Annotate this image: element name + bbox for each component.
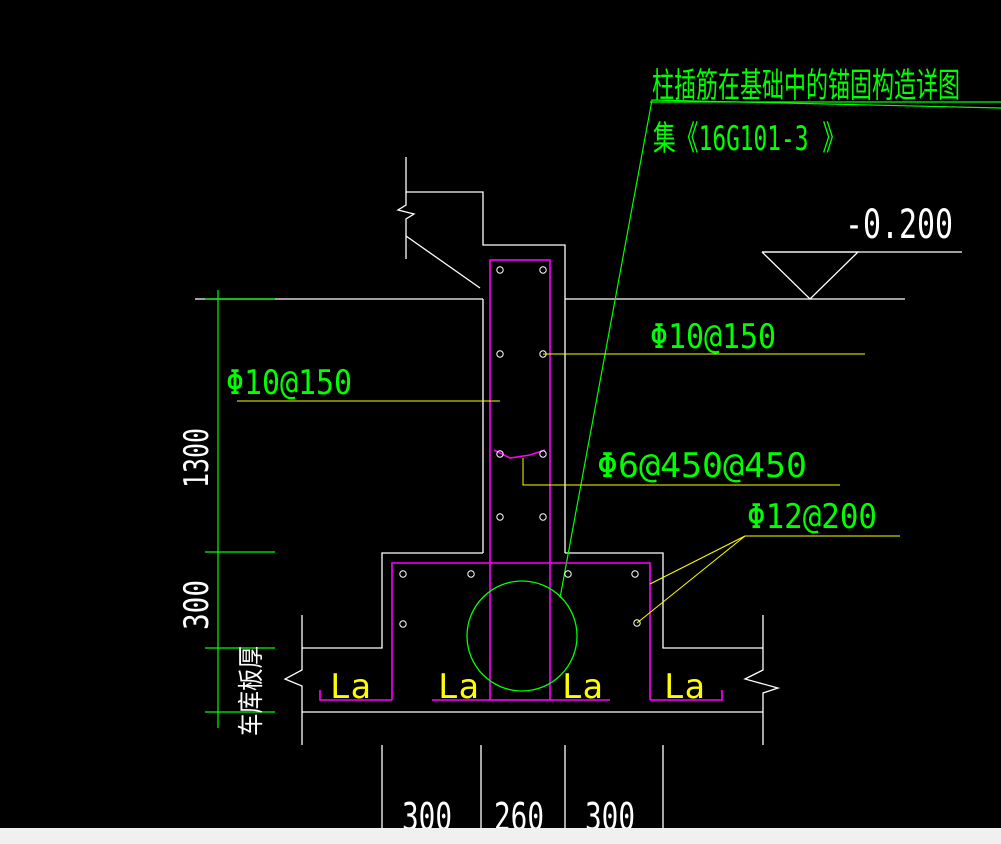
rebar-dot (399, 620, 407, 628)
rebar-dot (539, 450, 547, 458)
anchor-label-3: La (562, 667, 603, 707)
rebar-dot (496, 450, 504, 458)
anchor-label-1: La (330, 667, 371, 707)
anchor-label-4: La (664, 667, 705, 707)
anchor-label-2: La (438, 667, 479, 707)
column-rebar (489, 259, 551, 701)
footing-rebar (391, 562, 651, 700)
pipe-circle (466, 580, 578, 692)
elevation-label: -0.200 (845, 202, 953, 248)
rebar-dot (631, 570, 639, 578)
tie-hook (493, 449, 546, 459)
footing-right-outline (565, 552, 763, 649)
left-dimensions (205, 99, 1001, 728)
chamfer-line (405, 235, 481, 289)
slab-break-left (283, 615, 303, 745)
leader-base-1 (649, 535, 746, 585)
leader-base-2 (636, 535, 746, 624)
break-line-top (396, 192, 416, 259)
hook-left-outer (319, 690, 392, 701)
rebar-dot (496, 350, 504, 358)
hook-right-outer (650, 690, 723, 701)
rebar-dot (539, 513, 547, 521)
window-bottom-bar (0, 828, 1001, 844)
rebar-dots (399, 266, 641, 628)
labels: 柱插筋在基础中的锚固构造详图 集《16G101-3 》 -0.200 Φ10@1… (177, 66, 960, 828)
rebar-dot (633, 619, 641, 627)
rebar-dot (539, 266, 547, 274)
footing-left-outline (302, 552, 483, 649)
left-stirrup-label: Φ10@150 (226, 363, 352, 403)
title-line2: 集《16G101-3 》 (653, 119, 845, 159)
slab-thickness-label: 车库板厚 (237, 646, 267, 736)
slab-break-right (743, 615, 781, 745)
rebar-dot (399, 570, 407, 578)
rebar-dot (564, 570, 572, 578)
leader-lines (237, 353, 900, 624)
leader-tie (522, 458, 840, 486)
dim-width-right: 300 (585, 795, 635, 828)
right-stirrup-label: Φ10@150 (650, 317, 776, 357)
rebar-dot (496, 513, 504, 521)
title-line1: 柱插筋在基础中的锚固构造详图 (652, 66, 960, 106)
dim-1300: 1300 (177, 428, 217, 488)
dim-width-mid: 260 (494, 795, 544, 828)
rebar-dot (496, 266, 504, 274)
elevation-marker-triangle (761, 251, 860, 300)
structure-outline (195, 157, 962, 828)
dim-width-left: 300 (402, 795, 452, 828)
dim-300: 300 (177, 580, 217, 630)
rebar-cage (319, 259, 723, 701)
title-leader (559, 99, 1001, 599)
rebar-dot (467, 570, 475, 578)
base-bar-label: Φ12@200 (747, 497, 877, 537)
tie-label: Φ6@450@450 (597, 446, 807, 486)
upper-wall-outline (405, 157, 566, 299)
